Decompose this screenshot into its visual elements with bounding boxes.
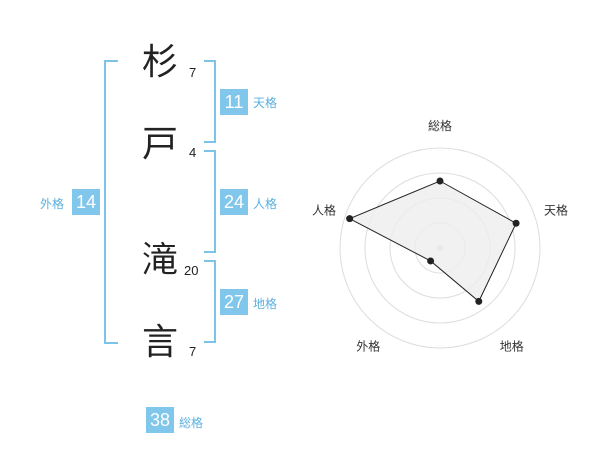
name-char-1: 杉 [141, 42, 178, 83]
jinkaku-label: 人格 [253, 197, 278, 211]
radar-axis-label-1: 総格 [428, 118, 452, 133]
radar-axis-label-4: 外格 [356, 339, 380, 354]
chikaku-score-badge: 27 [220, 289, 248, 315]
radar-axis-label-5: 人格 [312, 202, 336, 217]
stroke-count-1: 7 [189, 65, 197, 80]
tenkaku-bracket [204, 60, 216, 143]
radar-axis-label-2: 天格 [544, 202, 568, 217]
radar-polygon [348, 180, 517, 303]
radar-ring-4 [339, 147, 541, 349]
tenkaku-label: 天格 [253, 96, 278, 110]
name-char-3: 滝 [141, 240, 178, 281]
radar-point-2 [512, 219, 520, 227]
stroke-count-2: 4 [189, 145, 197, 160]
chikaku-bracket [204, 260, 216, 343]
radar-point-1 [436, 177, 444, 185]
gaikaku-bracket [104, 60, 118, 344]
soukaku-label: 総格 [179, 416, 204, 430]
soukaku-score-badge: 38 [146, 407, 174, 433]
gaikaku-score-badge: 14 [72, 189, 100, 215]
jinkaku-score-badge: 24 [220, 189, 248, 215]
stroke-count-3: 20 [184, 263, 199, 278]
radar-point-3 [475, 297, 483, 305]
radar-ring-3 [364, 172, 516, 324]
radar-point-5 [346, 215, 354, 223]
tenkaku-score-badge: 11 [220, 89, 248, 115]
radar-axis-label-3: 地格 [500, 339, 524, 354]
gaikaku-label: 外格 [40, 197, 65, 211]
name-char-4: 言 [141, 322, 178, 363]
chikaku-label: 地格 [253, 297, 278, 311]
stroke-count-4: 7 [189, 344, 197, 359]
jinkaku-bracket [204, 150, 216, 253]
name-char-2: 戸 [141, 124, 178, 165]
radar-point-4 [427, 257, 435, 265]
